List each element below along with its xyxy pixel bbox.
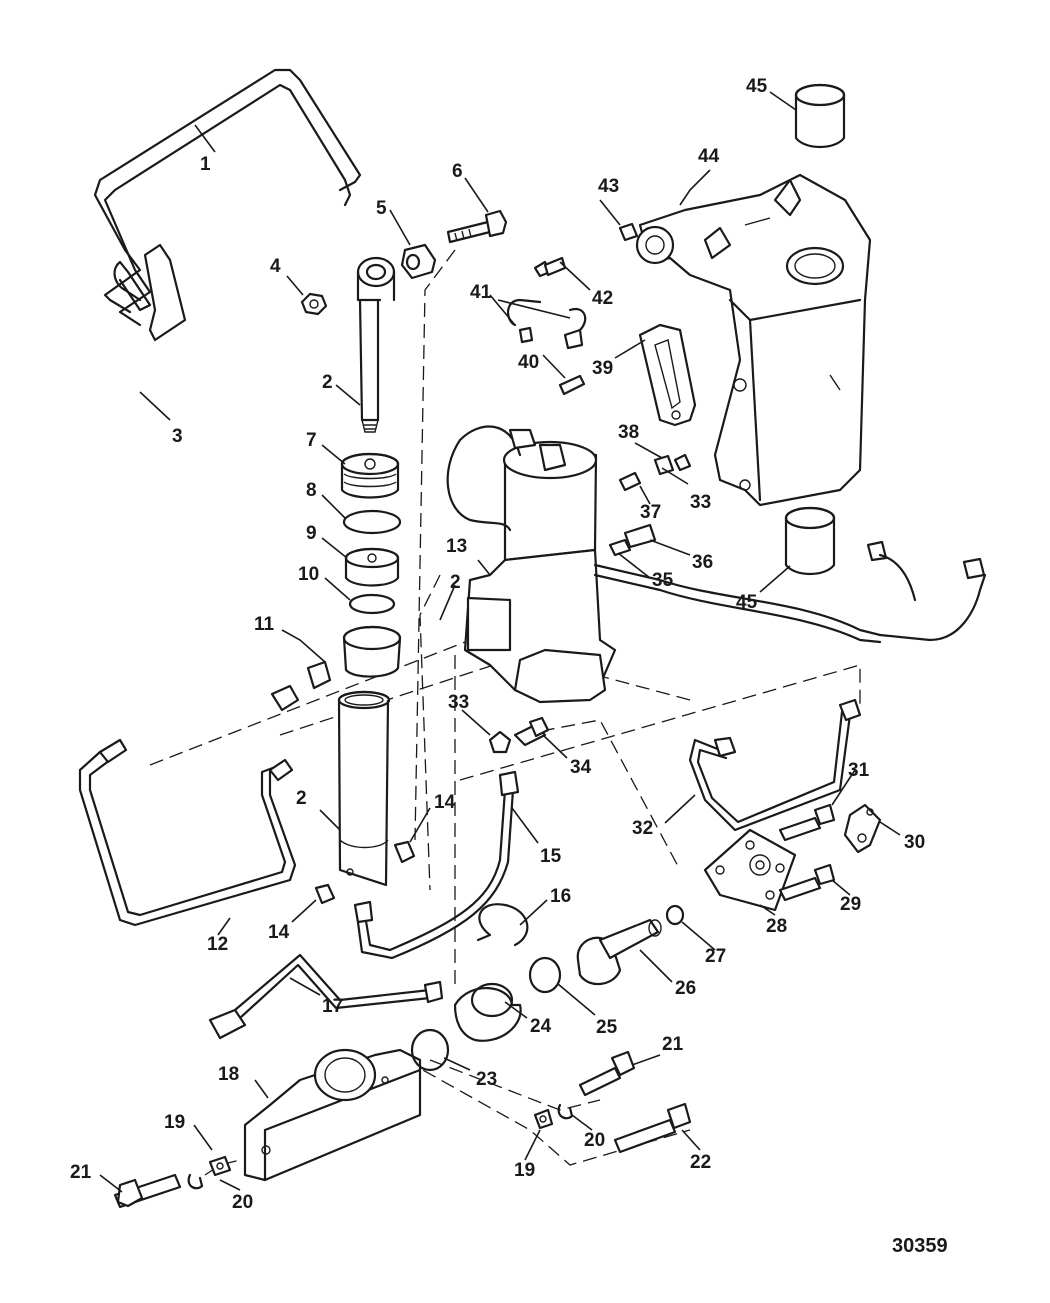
- callout-23: 23: [476, 1069, 497, 1090]
- part-1-tube: [93, 68, 362, 342]
- callout-30: 30: [904, 832, 925, 853]
- part-23-o-ring: [410, 1028, 450, 1072]
- callout-15: 15: [540, 846, 562, 867]
- callout-16: 16: [550, 886, 571, 907]
- part-27-o-ring: [665, 904, 685, 926]
- part-40-setscrew: [558, 374, 586, 396]
- part-13-pump-motor: [446, 425, 987, 704]
- leader-lines: [99, 91, 901, 1193]
- callout-14b: 14: [268, 922, 290, 943]
- callout-28: 28: [766, 916, 787, 937]
- part-11-clamp: [270, 625, 402, 712]
- callout-19a: 19: [164, 1112, 185, 1133]
- part-43-screw: [618, 222, 639, 242]
- part-7-cap: [340, 452, 400, 499]
- callout-39: 39: [592, 358, 613, 379]
- callout-1: 1: [200, 154, 211, 175]
- callout-13: 13: [446, 536, 467, 557]
- callout-40: 40: [518, 352, 539, 373]
- callout-45a: 45: [746, 76, 768, 97]
- fasteners-group: [488, 453, 692, 754]
- parts-29-30-31: [778, 803, 882, 902]
- callout-labels: 1 3 4 2 5 6 7 8 9 10 11 13 2 2 12 14 14 …: [70, 76, 925, 1213]
- part-26-valve: [576, 918, 662, 986]
- part-45-sleeve-lower: [784, 506, 836, 576]
- part-28-cover: [703, 828, 797, 912]
- callout-10: 10: [298, 564, 319, 585]
- callout-3: 3: [172, 426, 183, 447]
- part-2-cylinder: [337, 690, 391, 887]
- callout-18: 18: [218, 1064, 239, 1085]
- part-14-fitting-b: [314, 883, 336, 905]
- part-25-o-ring: [528, 956, 562, 994]
- part-6-bolt: [446, 209, 508, 244]
- left-fasteners: [113, 1155, 232, 1209]
- callout-7: 7: [306, 430, 317, 451]
- part-3-pin: [113, 260, 152, 312]
- callout-42: 42: [592, 288, 613, 309]
- callout-31: 31: [848, 760, 870, 781]
- part-17-tube: [208, 953, 444, 1040]
- part-2-rod-upper: [356, 256, 396, 433]
- part-45-sleeve-upper: [794, 83, 846, 149]
- part-18-manifold: [243, 1048, 422, 1182]
- right-fasteners: [533, 1050, 692, 1154]
- callout-33b: 33: [690, 492, 711, 513]
- part-8-o-ring: [342, 509, 402, 535]
- part-42-screw: [533, 256, 567, 278]
- part-4-nut: [300, 292, 328, 316]
- callout-24: 24: [530, 1016, 552, 1037]
- callout-36: 36: [692, 552, 713, 573]
- callout-43: 43: [598, 176, 619, 197]
- callout-32: 32: [632, 818, 653, 839]
- callout-21b: 21: [662, 1034, 684, 1055]
- part-9-piston: [344, 547, 400, 587]
- figure-number: 30359: [892, 1235, 948, 1257]
- part-12-tube: [78, 738, 297, 927]
- callout-11: 11: [254, 614, 275, 635]
- part-39-bracket: [638, 323, 697, 427]
- part-14-fitting-a: [393, 840, 416, 864]
- callout-27: 27: [705, 946, 726, 967]
- callout-20b: 20: [584, 1130, 605, 1151]
- callout-41: 41: [470, 282, 492, 303]
- part-32-tube: [688, 698, 862, 832]
- callout-2b: 2: [450, 572, 461, 593]
- callout-6: 6: [452, 161, 463, 182]
- callout-33a: 33: [448, 692, 469, 713]
- callout-35: 35: [652, 570, 674, 591]
- callout-45b: 45: [736, 592, 758, 613]
- callout-12: 12: [207, 934, 228, 955]
- callout-44: 44: [698, 146, 720, 167]
- callout-5: 5: [376, 198, 387, 219]
- callout-19b: 19: [514, 1160, 535, 1181]
- callout-2c: 2: [296, 788, 307, 809]
- part-41-clips: [507, 298, 587, 350]
- callout-25: 25: [596, 1017, 618, 1038]
- part-10-o-ring: [348, 593, 396, 615]
- callout-29: 29: [840, 894, 861, 915]
- part-15-tube: [353, 770, 520, 960]
- callout-38: 38: [618, 422, 639, 443]
- callout-4: 4: [270, 256, 281, 277]
- leader-lines-right: [524, 1054, 701, 1161]
- callout-26: 26: [675, 978, 696, 999]
- part-24-sleeve: [453, 982, 522, 1042]
- callout-22: 22: [690, 1152, 711, 1173]
- part-5-bushing: [400, 243, 437, 280]
- callout-17: 17: [322, 996, 343, 1017]
- callout-9: 9: [306, 523, 317, 544]
- callout-21a: 21: [70, 1162, 92, 1183]
- callout-37: 37: [640, 502, 661, 523]
- callout-20a: 20: [232, 1192, 253, 1213]
- callout-2: 2: [322, 372, 333, 393]
- part-44-housing: [635, 173, 872, 507]
- part-16-ring: [476, 903, 529, 947]
- callout-34: 34: [570, 757, 592, 778]
- callout-14a: 14: [434, 792, 456, 813]
- callout-8: 8: [306, 480, 317, 501]
